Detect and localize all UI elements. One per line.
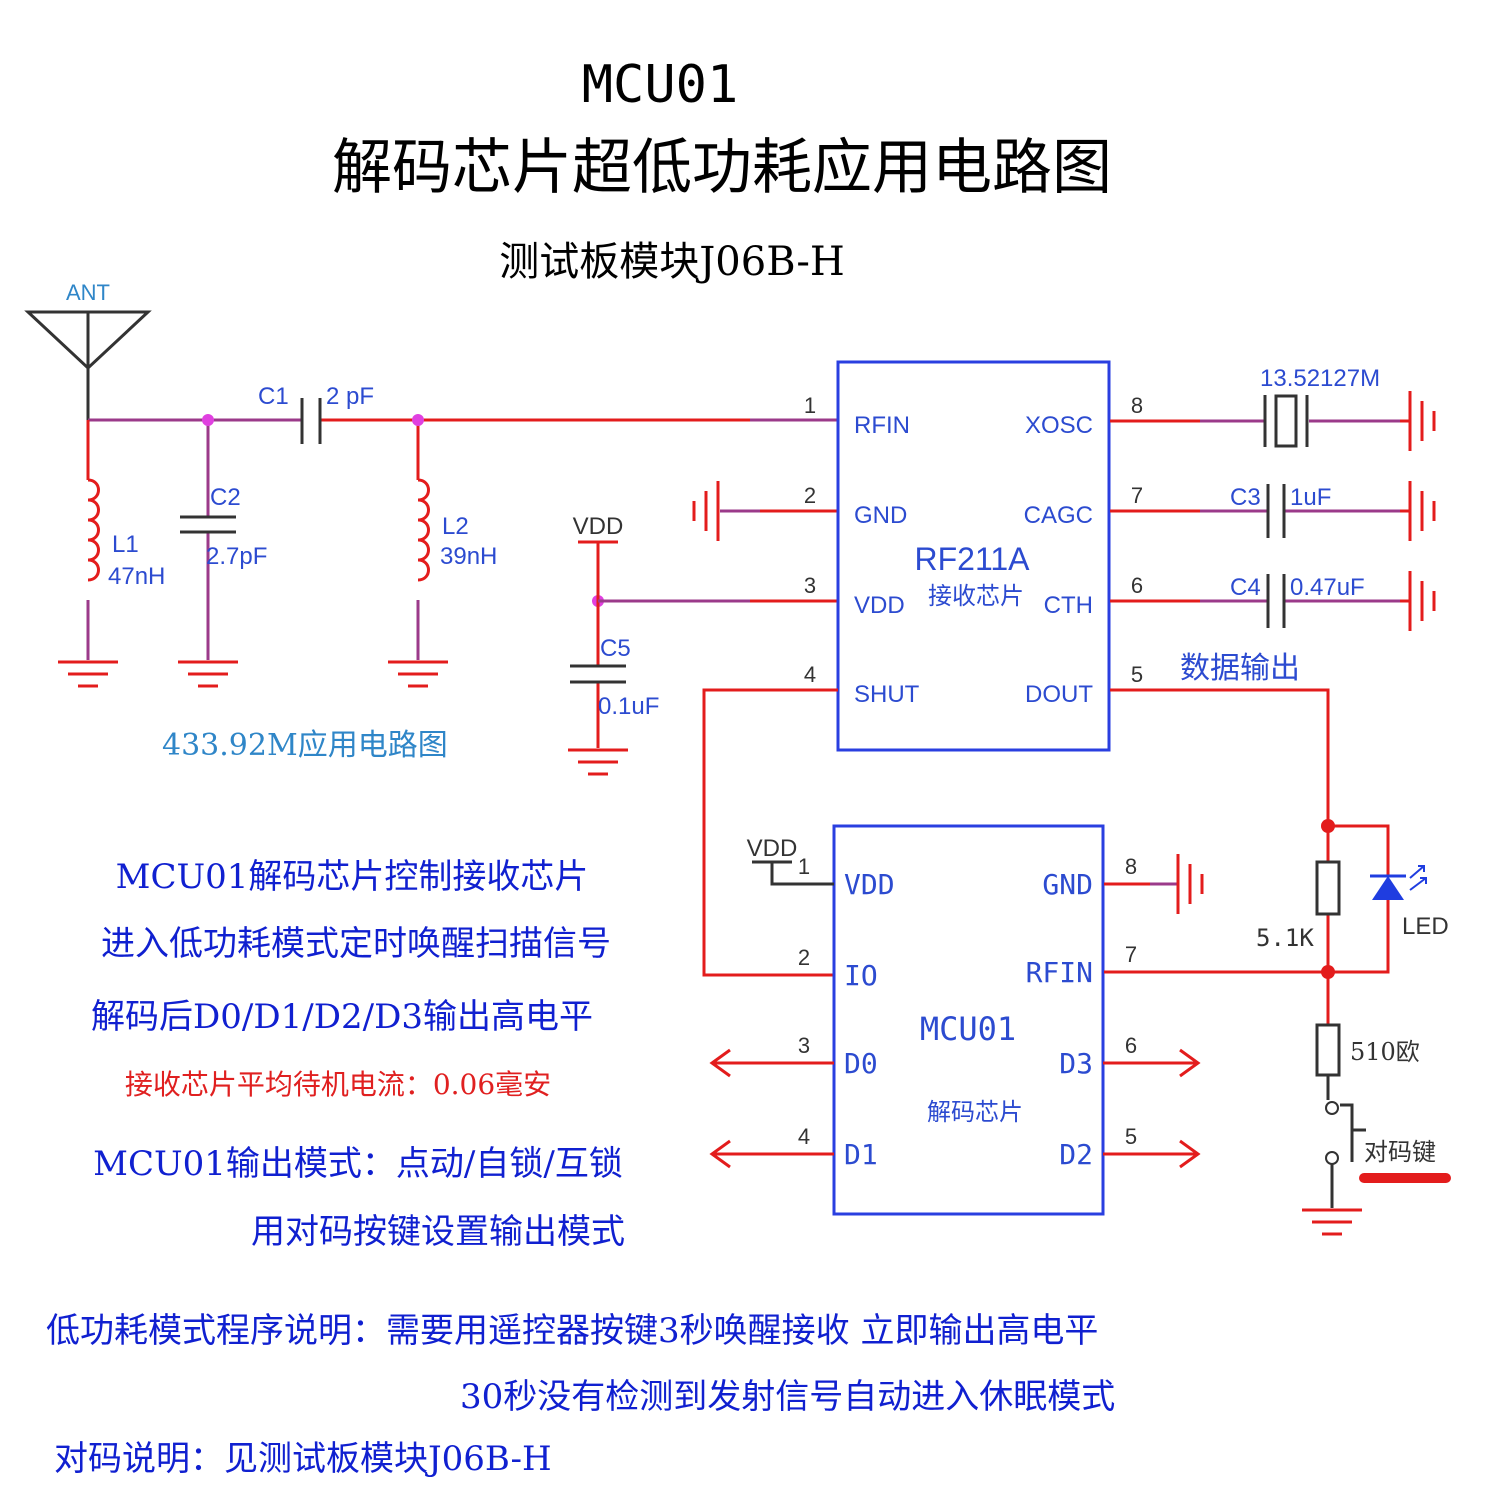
antenna: ANT <box>24 280 152 420</box>
r1-label: 5.1K <box>1256 924 1314 952</box>
mcu01-pin-8-name: GND <box>1042 868 1093 901</box>
rf211a-pin-2-name: GND <box>854 502 907 529</box>
c5-ref: C5 <box>600 635 631 662</box>
rf211a-pin-6-name: CTH <box>1044 592 1093 619</box>
vdd-label: VDD <box>573 513 624 540</box>
mcu01-pin-6-number: 6 <box>1125 1033 1137 1058</box>
shut-io-wire <box>702 688 838 977</box>
rf211a-pin-1-name: RFIN <box>854 412 910 439</box>
mcu01-pin-2-name: IO <box>844 959 878 992</box>
mcu01-vdd: VDD <box>747 835 834 886</box>
rf211a-pin-2-number: 2 <box>804 483 816 508</box>
mcu01-pin-4-number: 4 <box>798 1124 810 1149</box>
mcu01-pin-3-number: 3 <box>798 1033 810 1058</box>
mcu01-pin-2-number: 2 <box>798 945 810 970</box>
mcu01-gnd-ground <box>1104 854 1204 914</box>
rf211a-pin-5-number: 5 <box>1131 662 1143 687</box>
mcu01-pin-6-name: D3 <box>1059 1047 1093 1080</box>
rf211a-pin-1-number: 1 <box>804 393 816 418</box>
pairing-note: 对码说明：见测试板模块J06B-H <box>54 1439 552 1479</box>
desc-line-1: MCU01解码芯片控制接收芯片 <box>116 857 589 897</box>
rf211a-right-parts: 13.52127M C3 1uF C4 0.47uF 数据输出 <box>1110 365 1436 826</box>
mcu01-pin-1-number: 1 <box>798 854 810 879</box>
capacitor-c1: C1 2 pF <box>258 383 374 444</box>
mcu01-pin-5-name: D2 <box>1059 1138 1093 1171</box>
c2-ref: C2 <box>210 484 241 511</box>
l1-value: 47nH <box>108 563 165 590</box>
rf211a-pin-5-name: DOUT <box>1025 681 1093 708</box>
footer-notes: 低功耗模式程序说明：需要用遥控器按键3秒唤醒接收 立即输出高电平 30秒没有检测… <box>46 1311 1115 1479</box>
description-block: MCU01解码芯片控制接收芯片 进入低功耗模式定时唤醒扫描信号 解码后D0/D1… <box>91 857 625 1252</box>
crystal-label: 13.52127M <box>1260 365 1380 392</box>
ground-symbols-rf <box>58 660 448 688</box>
rf211a-pin-8-name: XOSC <box>1025 412 1093 439</box>
mcu01-desc: 解码芯片 <box>927 1098 1023 1126</box>
capacitor-c2: C2 2.7pF <box>180 420 267 660</box>
inductor-l1: L1 47nH <box>86 420 165 660</box>
mcu01-name: MCU01 <box>920 1010 1016 1048</box>
current-note: 接收芯片平均待机电流：0.06毫安 <box>125 1068 551 1101</box>
rf211a-chip: RF211A 接收芯片 <box>836 360 1111 752</box>
mode-line-1: MCU01输出模式：点动/自锁/互锁 <box>93 1144 623 1184</box>
rf211a-pin-3-number: 3 <box>804 573 816 598</box>
header-subtitle: 解码芯片超低功耗应用电路图 <box>332 133 1112 203</box>
antenna-label: ANT <box>66 280 110 305</box>
rf211a-pin-6-number: 6 <box>1131 573 1143 598</box>
c2-value: 2.7pF <box>206 543 267 570</box>
mcu01-pin-5-number: 5 <box>1125 1124 1137 1149</box>
rf211a-pin-7-number: 7 <box>1131 483 1143 508</box>
l1-ref: L1 <box>112 531 139 558</box>
rf-section-caption: 433.92M应用电路图 <box>162 728 448 763</box>
rf211a-desc: 接收芯片 <box>928 582 1024 610</box>
program-note-1: 低功耗模式程序说明：需要用遥控器按键3秒唤醒接收 立即输出高电平 <box>46 1311 1098 1351</box>
rf211a-pin-7-name: CAGC <box>1024 502 1093 529</box>
resistor-5k1 <box>1315 860 1341 916</box>
rf211a-pin-8-number: 8 <box>1131 393 1143 418</box>
rf211a-pin-4-name: SHUT <box>854 681 920 708</box>
mcu01-pin-8-number: 8 <box>1125 854 1137 879</box>
r2-label: 510欧 <box>1350 1038 1420 1066</box>
mcu01-chip: MCU01 解码芯片 <box>832 824 1105 1216</box>
desc-line-2: 进入低功耗模式定时唤醒扫描信号 <box>101 924 611 964</box>
program-note-2: 30秒没有检测到发射信号自动进入休眠模式 <box>460 1377 1115 1417</box>
data-out-label: 数据输出 <box>1180 651 1300 686</box>
c1-value: 2 pF <box>326 383 374 410</box>
l2-value: 39nH <box>440 543 497 570</box>
junction-dots <box>202 414 604 607</box>
mode-line-2: 用对码按键设置输出模式 <box>251 1212 625 1252</box>
rf211a-name: RF211A <box>914 541 1030 577</box>
mcu01-pin-1-name: VDD <box>844 868 895 901</box>
rf211a-pin-4-number: 4 <box>804 662 816 687</box>
mcu01-pin-7-number: 7 <box>1125 942 1137 967</box>
header-module: 测试板模块J06B-H <box>499 239 844 285</box>
right-section: 5.1K LED 510欧 对码键 <box>1104 819 1451 1236</box>
led-symbol <box>1372 876 1404 900</box>
c3-ref: C3 <box>1230 484 1261 511</box>
resistor-510 <box>1315 1023 1341 1077</box>
mcu01-pin-4-name: D1 <box>844 1138 878 1171</box>
c3-value: 1uF <box>1290 484 1331 511</box>
header-title: MCU01 <box>582 55 739 115</box>
c1-ref: C1 <box>258 383 289 410</box>
rf211a-pin-3-name: VDD <box>854 592 905 619</box>
led-label: LED <box>1402 913 1449 940</box>
desc-line-3: 解码后D0/D1/D2/D3输出高电平 <box>91 997 593 1037</box>
c5-value: 0.1uF <box>598 693 659 720</box>
rf211a-gnd-ground <box>692 481 838 541</box>
mcu01-pin-3-name: D0 <box>844 1047 878 1080</box>
c4-value: 0.47uF <box>1290 574 1365 601</box>
inductor-l2: L2 39nH <box>416 420 497 660</box>
c4-ref: C4 <box>1230 574 1261 601</box>
l2-ref: L2 <box>442 513 469 540</box>
output-arrows <box>709 1048 1201 1169</box>
mcu01-pin-7-name: RFIN <box>1026 956 1093 989</box>
button-label: 对码键 <box>1364 1138 1436 1166</box>
vdd-c5: VDD C5 0.1uF <box>568 513 838 776</box>
mcu01-vdd-label: VDD <box>747 835 798 862</box>
